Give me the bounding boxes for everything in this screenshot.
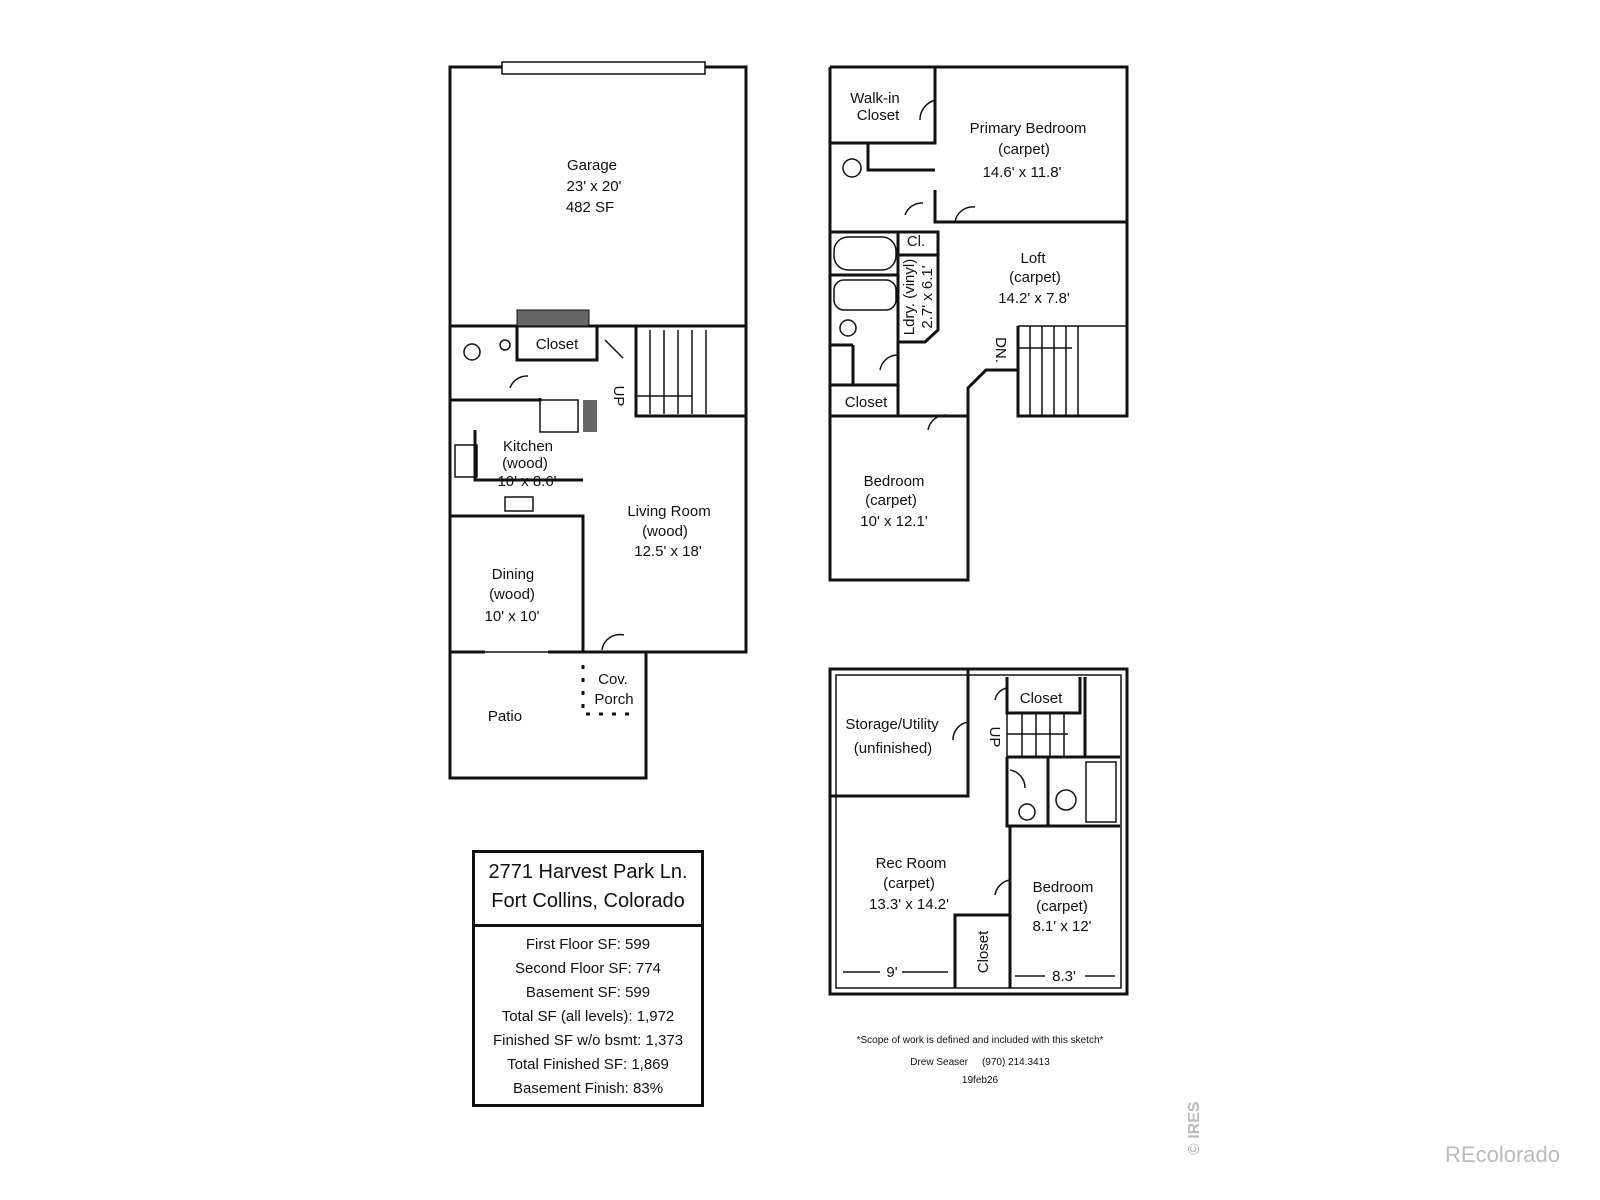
primary-floor: (carpet) <box>998 141 1050 158</box>
toilet-icon <box>463 343 481 361</box>
rec-dims: 13.3' x 14.2' <box>869 896 949 913</box>
garage-area: 482 SF <box>566 199 614 216</box>
dining-dims: 10' x 10' <box>485 608 540 625</box>
stat-second-floor: Second Floor SF: 774 <box>515 960 661 977</box>
dining-label: Dining <box>492 566 535 583</box>
info-box: 2771 Harvest Park Ln. Fort Collins, Colo… <box>472 850 704 1107</box>
kitchen-label: Kitchen <box>503 438 553 455</box>
sink-icon <box>1018 803 1036 821</box>
kitchen-floor: (wood) <box>502 455 548 472</box>
recolorado-watermark: REcolorado <box>1445 1142 1560 1167</box>
living-floor: (wood) <box>642 523 688 540</box>
garage-label: Garage <box>567 157 617 174</box>
address-line-2: Fort Collins, Colorado <box>491 890 685 912</box>
sink-icon <box>504 496 534 512</box>
laundry-dims: 2.7' x 6.1' <box>919 265 936 328</box>
closet-label: Closet <box>536 336 579 353</box>
door-swings <box>509 339 625 651</box>
loft-floor: (carpet) <box>1009 269 1061 286</box>
porch-outline <box>581 665 633 716</box>
toilet-icon <box>842 158 862 178</box>
garage-shelf <box>516 309 590 327</box>
basement-outline <box>828 667 1129 996</box>
stairs-up-label: UP <box>986 727 1003 748</box>
walkin-label: Walk-in <box>850 90 899 107</box>
toilet-icon <box>1055 789 1077 811</box>
second-floor-stairs <box>1016 325 1127 416</box>
dining-floor: (wood) <box>489 586 535 603</box>
storage-floor: (unfinished) <box>854 740 932 757</box>
door-swings <box>952 687 1026 896</box>
author-line: Drew Seaser (970) 214.3413 <box>830 1057 1130 1068</box>
bathtub-icon <box>833 236 897 271</box>
storage-label: Storage/Utility <box>845 716 939 733</box>
first-floor-stairs <box>636 330 707 414</box>
primary-label: Primary Bedroom <box>970 120 1087 137</box>
bedroom-dims: 8.1' x 12' <box>1032 918 1091 935</box>
stat-total-finished: Total Finished SF: 1,869 <box>507 1056 669 1073</box>
cl-label: Cl. <box>907 233 925 250</box>
counter <box>583 400 597 432</box>
closet-label: Closet <box>845 394 888 411</box>
toilet-icon-2 <box>839 319 857 337</box>
stairs-up-label: UP <box>610 386 627 407</box>
basement: Storage/Utility (unfinished) Closet UP R… <box>828 667 1129 996</box>
bathtub-icon-2 <box>833 279 897 311</box>
rec-floor: (carpet) <box>883 875 935 892</box>
loft-dims: 14.2' x 7.8' <box>998 290 1070 307</box>
bedroom-dims: 10' x 12.1' <box>860 513 928 530</box>
garage-door <box>501 61 706 75</box>
author-phone: (970) 214.3413 <box>981 1057 1050 1068</box>
stats-list: First Floor SF: 599 Second Floor SF: 774… <box>475 927 701 1101</box>
closet-label: Closet <box>1020 690 1063 707</box>
sink-icon <box>499 339 511 351</box>
bedroom-label: Bedroom <box>864 473 925 490</box>
stat-total: Total SF (all levels): 1,972 <box>501 1008 675 1025</box>
stove-icon <box>454 444 478 478</box>
stat-first-floor: First Floor SF: 599 <box>525 936 651 953</box>
second-floor: Walk-in Closet Primary Bedroom (carpet) … <box>828 65 1129 582</box>
author-name: Drew Seaser <box>910 1057 969 1068</box>
stat-finished-no-bsmt: Finished SF w/o bsmt: 1,373 <box>492 1032 684 1049</box>
bedroom-floor: (carpet) <box>1036 898 1088 915</box>
bedroom-floor: (carpet) <box>865 492 917 509</box>
basement-stairs <box>1006 713 1068 757</box>
closet2-label: Closet <box>975 930 992 973</box>
door-swings <box>879 99 976 431</box>
ires-watermark: © IRES <box>1186 1101 1203 1155</box>
first-floor: Garage 23' x 20' 482 SF Closet Kitchen (… <box>448 61 748 780</box>
garage-dims: 23' x 20' <box>567 178 622 195</box>
living-label: Living Room <box>627 503 710 520</box>
kitchen-dims: 10' x 8.6' <box>497 473 556 490</box>
rec-label: Rec Room <box>876 855 947 872</box>
laundry-label: Ldry. (vinyl) <box>901 259 918 335</box>
bedroom-label: Bedroom <box>1033 879 1094 896</box>
dim-right-label: 8.3' <box>1052 968 1076 985</box>
address-line-1: 2771 Harvest Park Ln. <box>488 861 688 883</box>
walkin-label-2: Closet <box>857 107 900 124</box>
address: 2771 Harvest Park Ln. Fort Collins, Colo… <box>475 853 701 927</box>
fridge <box>539 399 579 433</box>
sketch-date: 19feb26 <box>961 1075 999 1086</box>
shower-icon <box>1085 761 1117 823</box>
living-dims: 12.5' x 18' <box>634 543 702 560</box>
scope-note: *Scope of work is defined and included w… <box>856 1035 1104 1046</box>
stat-basement-finish: Basement Finish: 83% <box>512 1080 664 1097</box>
porch-label: Cov. <box>598 671 628 688</box>
loft-label: Loft <box>1020 250 1046 267</box>
stairs-down-label: DN. <box>992 337 1009 363</box>
patio-label: Patio <box>488 708 522 725</box>
dim-left-label: 9' <box>886 964 897 981</box>
stat-basement: Basement SF: 599 <box>525 984 651 1001</box>
primary-dims: 14.6' x 11.8' <box>983 164 1062 181</box>
porch-label-2: Porch <box>594 691 633 708</box>
